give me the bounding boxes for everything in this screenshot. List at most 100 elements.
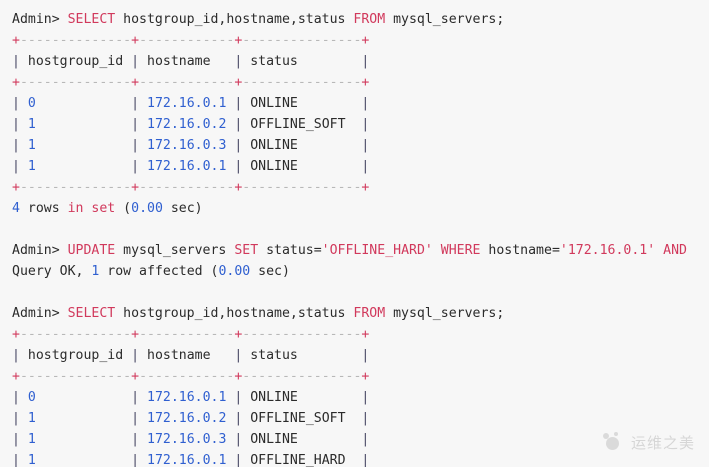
- table-cell-status: ONLINE: [242, 432, 362, 447]
- paren-close: sec): [162, 201, 203, 216]
- column-separator: |: [234, 390, 243, 405]
- column-separator: |: [131, 411, 140, 426]
- sql-token: [655, 243, 663, 258]
- column-separator: |: [131, 390, 140, 405]
- blank-line: [12, 219, 709, 240]
- rule-dashes: ---------------: [242, 369, 362, 384]
- sql-token: hostname=: [480, 243, 560, 258]
- column-separator: |: [234, 432, 243, 447]
- column-separator: |: [131, 432, 140, 447]
- sql-token: [433, 243, 441, 258]
- table-cell-hostname: 172.16.0.1: [139, 159, 235, 174]
- in-set-label: in set: [67, 201, 116, 216]
- table-cell-hostgroup-id: 1: [19, 159, 132, 174]
- column-separator: |: [131, 348, 140, 363]
- blank-line: [12, 282, 709, 303]
- table-cell-hostgroup-id: 1: [19, 411, 132, 426]
- table-rule-top: +--------------+------------+-----------…: [12, 324, 709, 345]
- table-cell-hostgroup-id: 1: [19, 453, 132, 467]
- table-cell-hostgroup-id: 0: [19, 390, 132, 405]
- rule-dashes: ---------------: [242, 327, 362, 342]
- column-separator: |: [12, 138, 20, 153]
- table-header-cell: hostgroup_id: [19, 54, 132, 69]
- rule-dashes: --------------: [19, 75, 132, 90]
- sql-token: SELECT: [67, 12, 116, 27]
- column-separator: |: [361, 54, 370, 69]
- column-separator: |: [234, 138, 243, 153]
- column-separator: |: [12, 54, 20, 69]
- column-separator: |: [361, 138, 370, 153]
- rule-dashes: ------------: [139, 327, 235, 342]
- rule-corner: +: [361, 75, 370, 90]
- rule-corner: +: [234, 75, 243, 90]
- table-rule-middle: +--------------+------------+-----------…: [12, 366, 709, 387]
- rule-corner: +: [131, 33, 140, 48]
- column-separator: |: [12, 159, 20, 174]
- rule-dashes: ---------------: [242, 180, 362, 195]
- paren-open: (: [115, 201, 132, 216]
- sql-token: mysql_servers: [115, 243, 235, 258]
- table-cell-status: OFFLINE_SOFT: [242, 117, 362, 132]
- rule-corner: +: [361, 369, 370, 384]
- column-separator: |: [131, 96, 140, 111]
- table-cell-hostname: 172.16.0.2: [139, 117, 235, 132]
- result-footer: 4 rows in set (0.00 sec): [12, 198, 709, 219]
- command-line: Admin> SELECT hostgroup_id,hostname,stat…: [12, 9, 709, 30]
- table-row: | 1 | 172.16.0.2 | OFFLINE_SOFT |: [12, 408, 709, 429]
- column-separator: |: [361, 453, 370, 467]
- table-header-cell: hostname: [139, 348, 235, 363]
- rule-corner: +: [131, 75, 140, 90]
- table-cell-status: ONLINE: [242, 390, 362, 405]
- query-result-line: Query OK, 1 row affected (0.00 sec): [12, 261, 709, 282]
- rule-corner: +: [131, 369, 140, 384]
- table-header-cell: hostgroup_id: [19, 348, 132, 363]
- rule-dashes: --------------: [19, 33, 132, 48]
- rule-corner: +: [12, 180, 20, 195]
- rule-corner: +: [234, 369, 243, 384]
- column-separator: |: [131, 117, 140, 132]
- sql-token: AND: [663, 243, 687, 258]
- command-line: Admin> UPDATE mysql_servers SET status='…: [12, 240, 709, 261]
- sql-token: mysql_servers;: [385, 306, 505, 321]
- shell-prompt: Admin>: [12, 243, 68, 258]
- column-separator: |: [361, 96, 370, 111]
- column-separator: |: [12, 453, 20, 467]
- rule-corner: +: [234, 33, 243, 48]
- affected-label: row affected (: [99, 264, 219, 279]
- table-row: | 1 | 172.16.0.1 | ONLINE |: [12, 156, 709, 177]
- column-separator: |: [361, 348, 370, 363]
- rule-dashes: ---------------: [242, 75, 362, 90]
- rule-corner: +: [234, 327, 243, 342]
- column-separator: |: [131, 138, 140, 153]
- sql-token: SET: [234, 243, 259, 258]
- column-separator: |: [12, 348, 20, 363]
- column-separator: |: [361, 390, 370, 405]
- table-cell-status: OFFLINE_SOFT: [242, 411, 362, 426]
- table-row: | 0 | 172.16.0.1 | ONLINE |: [12, 387, 709, 408]
- sql-token: SELECT: [67, 306, 116, 321]
- elapsed-time: 0.00: [131, 201, 163, 216]
- sql-token: UPDATE: [67, 243, 116, 258]
- column-separator: |: [361, 159, 370, 174]
- column-separator: |: [12, 411, 20, 426]
- sql-token: hostgroup_id,hostname,status: [115, 306, 354, 321]
- rule-corner: +: [131, 327, 140, 342]
- table-header-row: | hostgroup_id | hostname | status |: [12, 51, 709, 72]
- column-separator: |: [361, 117, 370, 132]
- rule-corner: +: [12, 75, 20, 90]
- rule-dashes: ---------------: [242, 33, 362, 48]
- column-separator: |: [361, 432, 370, 447]
- query-ok-prefix: Query OK,: [12, 264, 92, 279]
- rule-dashes: ------------: [139, 33, 235, 48]
- row-count: 4: [12, 201, 20, 216]
- table-cell-hostgroup-id: 1: [19, 138, 132, 153]
- column-separator: |: [234, 96, 243, 111]
- table-row: | 1 | 172.16.0.3 | ONLINE |: [12, 135, 709, 156]
- table-cell-hostgroup-id: 1: [19, 117, 132, 132]
- shell-prompt: Admin>: [12, 306, 68, 321]
- column-separator: |: [234, 54, 243, 69]
- table-cell-hostname: 172.16.0.3: [139, 432, 235, 447]
- rule-corner: +: [361, 327, 370, 342]
- rule-dashes: --------------: [19, 369, 132, 384]
